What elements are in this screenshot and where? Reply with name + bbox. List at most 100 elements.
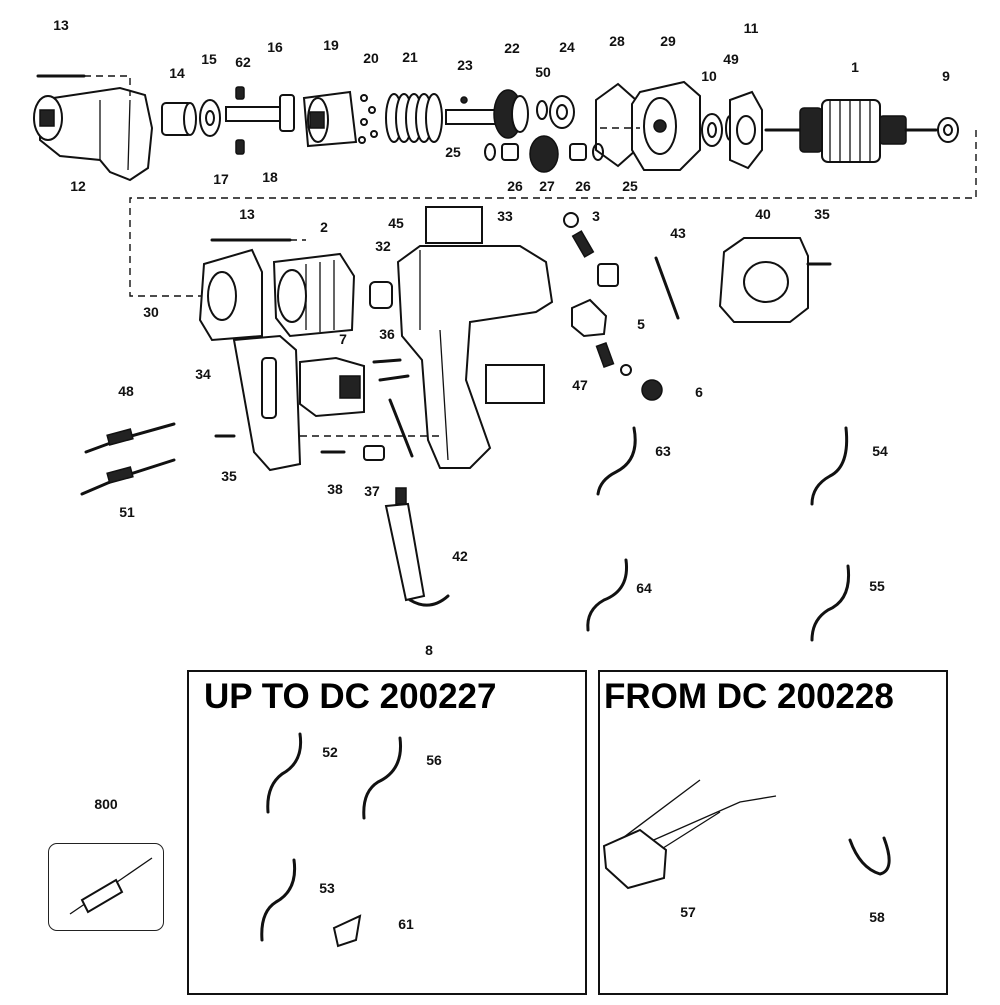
part-26-bushing	[501, 143, 519, 161]
part-52-lead	[266, 732, 303, 814]
part-24-bearing	[549, 95, 575, 129]
callout-17: 17	[213, 171, 229, 187]
part-58-lead	[848, 836, 891, 876]
part-37-clamp	[363, 445, 385, 461]
callout-11: 11	[743, 20, 759, 36]
callout-53: 53	[319, 880, 335, 896]
part-64-lead	[586, 558, 629, 632]
callout-10: 10	[701, 68, 717, 84]
part-34-handle	[232, 334, 302, 472]
callout-56: 56	[426, 752, 442, 768]
part-30-rear-cap	[198, 248, 263, 342]
part-61-clip	[332, 914, 362, 948]
up-to-title: UP TO DC 200227	[204, 677, 497, 716]
part-11-baffle	[729, 90, 763, 170]
part-36-wires	[372, 358, 414, 458]
callout-26b: 26	[575, 178, 591, 194]
callout-52: 52	[322, 744, 338, 760]
part-40-gear-case	[718, 237, 809, 323]
callout-25b: 25	[622, 178, 638, 194]
part-63-lead	[596, 426, 637, 496]
part-33-housing	[396, 245, 554, 469]
callout-37: 37	[364, 483, 380, 499]
callout-27: 27	[539, 178, 555, 194]
part-42-cord-protector	[384, 487, 426, 602]
part-15-washer	[199, 99, 221, 137]
callout-9: 9	[942, 68, 950, 84]
from-dc-200228-box	[598, 670, 948, 995]
part-6-cap	[620, 364, 663, 401]
part-25-ring	[484, 143, 496, 161]
callout-40: 40	[755, 206, 771, 222]
part-2-field	[272, 252, 356, 338]
callout-48: 48	[118, 383, 134, 399]
part-45-label	[425, 206, 483, 244]
part-26-bushing-b	[569, 143, 587, 161]
part-54-lead	[810, 426, 849, 506]
callout-36: 36	[379, 326, 395, 342]
callout-13: 13	[53, 17, 69, 33]
part-21-spring	[385, 93, 443, 143]
part-55-lead	[810, 564, 851, 642]
part-51-lead	[80, 458, 176, 496]
callout-8: 8	[425, 642, 433, 658]
part-23-spindle	[445, 96, 497, 125]
callout-55: 55	[869, 578, 885, 594]
part-1-armature	[764, 99, 938, 163]
callout-63: 63	[655, 443, 671, 459]
part-12-gear-housing	[33, 86, 154, 182]
callout-34: 34	[195, 366, 211, 382]
callout-2: 2	[320, 219, 328, 235]
callout-15: 15	[201, 51, 217, 67]
callout-33: 33	[497, 208, 513, 224]
part-7-switch	[299, 356, 365, 418]
callout-6: 6	[695, 384, 703, 400]
part-50-washer	[536, 100, 548, 120]
part-57-switch-harness	[602, 779, 777, 890]
part-28-gasket	[595, 82, 637, 168]
part-16-anvil	[225, 94, 295, 155]
callout-64: 64	[636, 580, 652, 596]
part-800-kit	[69, 857, 153, 915]
callout-3: 3	[592, 208, 600, 224]
part-53-lead	[260, 858, 297, 942]
callout-47: 47	[572, 377, 588, 393]
callout-16: 16	[267, 39, 283, 55]
callout-54: 54	[872, 443, 888, 459]
callout-26: 26	[507, 178, 523, 194]
kit-800-box	[48, 843, 164, 931]
callout-14: 14	[169, 65, 185, 81]
callout-24: 24	[559, 39, 575, 55]
callout-42: 42	[452, 548, 468, 564]
part-19-hammer	[302, 90, 358, 148]
callout-23: 23	[457, 57, 473, 73]
part-48-lead	[84, 422, 176, 454]
part-32-bearing	[369, 281, 393, 309]
callout-7: 7	[339, 331, 347, 347]
callout-61: 61	[398, 916, 414, 932]
part-9-bearing	[937, 117, 959, 143]
callout-28: 28	[609, 33, 625, 49]
part-3-brush-holder	[563, 212, 619, 287]
callout-32: 32	[375, 238, 391, 254]
part-56-lead	[362, 736, 403, 820]
part-47-label	[485, 364, 545, 404]
callout-43: 43	[670, 225, 686, 241]
callout-50: 50	[535, 64, 551, 80]
part-22-gear	[493, 89, 529, 139]
part-43-clip	[654, 256, 680, 320]
callout-45: 45	[388, 215, 404, 231]
from-title: FROM DC 200228	[604, 677, 894, 716]
callout-800: 800	[94, 796, 118, 812]
callout-57: 57	[680, 904, 696, 920]
callout-29: 29	[660, 33, 676, 49]
part-5-brush-holder	[571, 298, 615, 369]
part-14-sleeve	[161, 102, 197, 136]
callout-22: 22	[504, 40, 520, 56]
callout-19: 19	[323, 37, 339, 53]
callout-13b: 13	[239, 206, 255, 222]
callout-21: 21	[402, 49, 418, 65]
part-10-bearing	[701, 113, 723, 147]
